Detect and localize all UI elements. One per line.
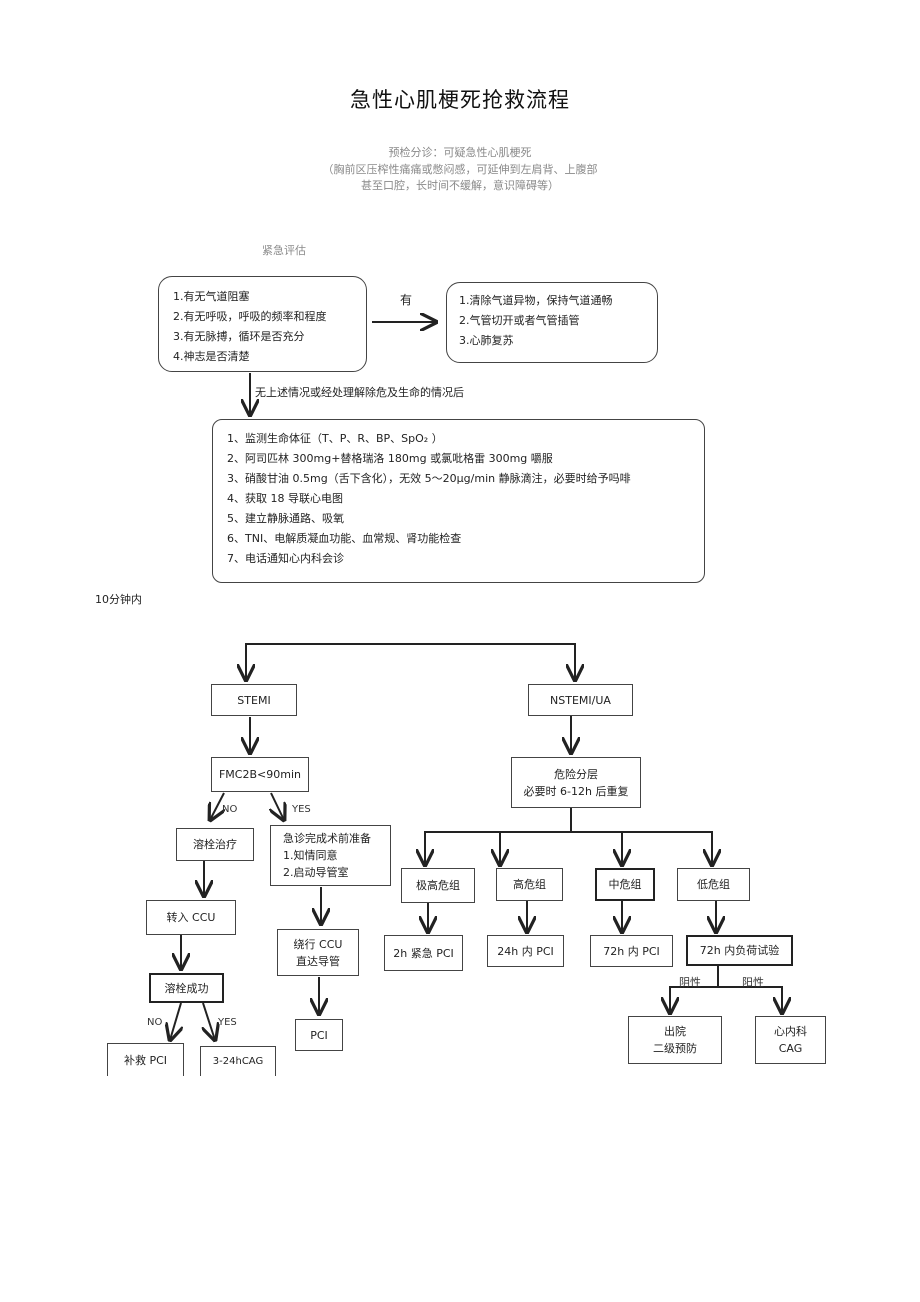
action-item: 2、阿司匹林 300mg+替格瑞洛 180mg 或氯吡格雷 300mg 嚼服 xyxy=(227,452,553,465)
prep-line: 急诊完成术前准备 xyxy=(283,832,371,845)
24h-pci-box: 24h 内 PCI xyxy=(487,935,564,967)
no-danger-label: 无上述情况或经处理解除危及生命的情况后 xyxy=(255,386,464,399)
action-item: 4、获取 18 导联心电图 xyxy=(227,492,343,505)
split-line xyxy=(245,643,576,679)
assessment-item: 3.有无脉搏，循环是否充分 xyxy=(173,330,305,343)
group-split xyxy=(424,831,713,865)
airway-action: 2.气管切开或者气管插管 xyxy=(459,314,580,327)
stemi-box: STEMI xyxy=(211,684,297,716)
airway-actions-box: 1.清除气道异物，保持气道通畅 2.气管切开或者气管插管 3.心肺复苏 xyxy=(446,282,658,363)
bypass-ccu-box: 绕行 CCU 直达导管 xyxy=(277,929,359,976)
medium-risk-box: 中危组 xyxy=(595,868,655,901)
positive-label: 阳性 xyxy=(742,976,764,989)
cag-3-24h-box: 3-24hCAG xyxy=(200,1046,276,1076)
cardiology-cag-box: 心内科 CAG xyxy=(755,1016,826,1064)
nstemi-ua-box: NSTEMI/UA xyxy=(528,684,633,716)
transfer-ccu-box: 转入 CCU xyxy=(146,900,236,935)
pci-box: PCI xyxy=(295,1019,343,1051)
pretriage-line1: 预检分诊：可疑急性心肌梗死 xyxy=(388,146,532,159)
fmc-yes-label: YES xyxy=(292,804,311,815)
pretriage-line2: （胸前区压榨性痛痛或憋闷感，可延伸到左肩背、上腹部 xyxy=(322,163,598,176)
high-risk-box: 高危组 xyxy=(496,868,563,901)
prep-line: 1.知情同意 xyxy=(283,849,338,862)
thrombolysis-box: 溶栓治疗 xyxy=(176,828,254,861)
action-item: 3、硝酸甘油 0.5mg（舌下含化），无效 5～20μg/min 静脉滴注，必要… xyxy=(227,472,631,485)
arrow-fmc-no xyxy=(210,792,224,820)
assessment-item: 4.神志是否清楚 xyxy=(173,350,250,363)
action-item: 5、建立静脉通路、吸氧 xyxy=(227,512,344,525)
negative-label: 阴性 xyxy=(679,976,701,989)
action-item: 1、监测生命体征（T、P、R、BP、SpO₂ ） xyxy=(227,432,443,445)
action-item: 6、TNI、电解质凝血功能、血常规、肾功能检查 xyxy=(227,532,462,545)
yes-label: 有 xyxy=(400,293,413,307)
very-high-risk-box: 极高危组 xyxy=(401,868,475,903)
ten-minute-actions-box: 1、监测生命体征（T、P、R、BP、SpO₂ ） 2、阿司匹林 300mg+替格… xyxy=(212,419,705,583)
arrow-success-yes xyxy=(203,1002,215,1040)
airway-action: 3.心肺复苏 xyxy=(459,334,514,347)
ten-minute-label: 10分钟内 xyxy=(95,593,142,606)
low-risk-box: 低危组 xyxy=(677,868,750,901)
72h-load-test-box: 72h 内负荷试验 xyxy=(686,935,793,966)
arrow-success-no xyxy=(170,1002,181,1040)
assessment-box: 1.有无气道阻塞 2.有无呼吸，呼吸的频率和程度 3.有无脉搏，循环是否充分 4… xyxy=(158,276,367,372)
prep-line: 2.启动导管室 xyxy=(283,866,349,879)
fmc-no-label: NO xyxy=(222,804,238,815)
72h-pci-box: 72h 内 PCI xyxy=(590,935,673,967)
risk-stratification-box: 危险分层 必要时 6-12h 后重复 xyxy=(511,757,641,808)
airway-action: 1.清除气道异物，保持气道通畅 xyxy=(459,294,613,307)
preop-prep-box: 急诊完成术前准备 1.知情同意 2.启动导管室 xyxy=(270,825,391,886)
2h-emergency-pci-box: 2h 紧急 PCI xyxy=(384,935,463,971)
page-title: 急性心肌梗死抢救流程 xyxy=(350,88,570,112)
assessment-item: 2.有无呼吸，呼吸的频率和程度 xyxy=(173,310,327,323)
lysis-success-box: 溶栓成功 xyxy=(149,973,224,1003)
success-yes-label: YES xyxy=(218,1017,237,1028)
pretriage-line3: 甚至口腔，长时间不缓解，意识障碍等） xyxy=(361,179,559,192)
assessment-item: 1.有无气道阻塞 xyxy=(173,290,250,303)
rescue-pci-box: 补救 PCI xyxy=(107,1043,184,1076)
success-no-label: NO xyxy=(147,1017,163,1028)
urgent-assessment-label: 紧急评估 xyxy=(262,244,306,257)
discharge-box: 出院 二级预防 xyxy=(628,1016,722,1064)
fmc2b-box: FMC2B<90min xyxy=(211,757,309,792)
action-item: 7、电话通知心内科会诊 xyxy=(227,552,344,565)
arrow-fmc-yes xyxy=(271,792,284,820)
